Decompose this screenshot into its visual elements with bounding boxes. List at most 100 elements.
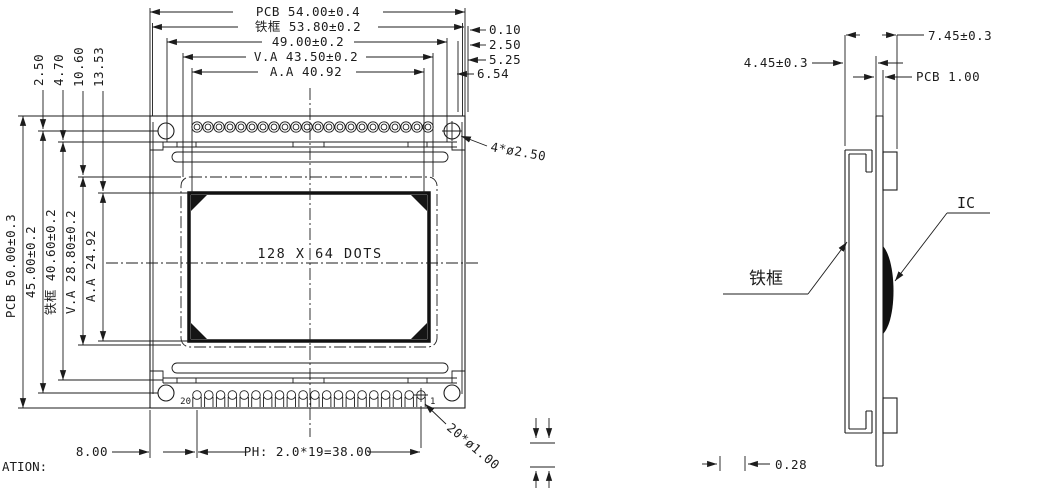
dim-left-top-250: 2.50	[31, 54, 47, 129]
pad-circle	[290, 121, 302, 133]
pin1-crosshair	[414, 388, 428, 402]
dim-left-top-1060: 10.60	[71, 47, 87, 175]
pad-circle	[257, 121, 269, 133]
pad-circle	[323, 121, 335, 133]
pin-pad	[310, 397, 320, 407]
dim-pcb-height: PCB 50.00±0.3	[3, 116, 27, 408]
pad-circle	[251, 390, 261, 400]
dim-frame-height: 铁框 40.60±0.2	[43, 142, 67, 380]
side-pcb	[875, 115, 884, 467]
pad-circle	[204, 123, 212, 131]
pad-circle	[402, 123, 410, 131]
pad-circle	[301, 121, 313, 133]
pin-pad	[192, 397, 202, 407]
bottom-dimension-extensions	[149, 406, 422, 458]
pad-circle	[224, 121, 236, 133]
pad-circle	[235, 121, 247, 133]
dim-frame-width: 铁框 53.80±0.2	[152, 19, 464, 34]
svg-text:10.60: 10.60	[71, 47, 86, 87]
pad-circle	[262, 390, 273, 400]
pad-circle	[369, 123, 377, 131]
pad-circle	[227, 390, 238, 400]
svg-text:铁框: 铁框	[749, 269, 783, 289]
pad-circle	[246, 121, 258, 133]
pin-hole-callout: 20*ø1.00	[424, 403, 503, 473]
pad-circle	[213, 121, 225, 133]
svg-text:PCB 54.00±0.4: PCB 54.00±0.4	[256, 4, 360, 19]
corner-hole-callout: 4*ø2.50	[460, 135, 547, 164]
pin-pad	[333, 397, 344, 407]
pad-circle	[303, 123, 311, 131]
pad-circle	[310, 390, 320, 400]
left-dimension-extensions	[18, 115, 189, 409]
frame-callout: 铁框	[723, 241, 848, 295]
pad-circle	[292, 123, 300, 131]
pad-circle	[380, 123, 388, 131]
dim-hole-span-height: 45.00±0.2	[23, 131, 47, 393]
pad-circle	[345, 390, 356, 400]
svg-text:2.50: 2.50	[489, 37, 521, 52]
hole-top-left	[157, 122, 175, 140]
dim-right-250: 2.50	[470, 37, 521, 52]
dim-left-top-470: 4.70	[51, 54, 67, 140]
pad-circle	[358, 123, 366, 131]
side-frame	[844, 149, 873, 434]
active-area	[187, 191, 431, 343]
hole-bottom-right	[443, 384, 461, 402]
dim-pin-offset: 8.00	[76, 444, 195, 459]
pad-circle	[215, 123, 223, 131]
pin-pad	[392, 397, 403, 407]
pin-pad	[239, 397, 249, 407]
bottom-pin-row	[192, 390, 426, 407]
front-view: 128 X 64 DOTS 20 1 PCB 54.00±0.4	[3, 4, 555, 488]
pad-circle	[268, 121, 280, 133]
pad-circle	[281, 123, 289, 131]
pad-circle	[400, 121, 412, 133]
pin-pad	[286, 397, 296, 407]
pad-circle	[191, 121, 203, 133]
svg-text:13.53: 13.53	[91, 47, 106, 87]
pad-circle	[334, 121, 346, 133]
pad-circle	[345, 121, 357, 133]
pin-pad	[227, 397, 238, 407]
svg-text:7.45±0.3: 7.45±0.3	[928, 28, 992, 43]
svg-text:0.28: 0.28	[775, 457, 807, 472]
pad-circle	[274, 390, 285, 400]
pad-circle	[314, 123, 322, 131]
pin-pad	[369, 397, 379, 407]
pin-pad	[215, 397, 226, 407]
dim-aa-height: A.A 24.92	[83, 193, 107, 341]
pad-circle	[411, 121, 423, 133]
pad-circle	[193, 123, 201, 131]
dim-pin-thickness: 0.28	[702, 456, 807, 472]
pad-circle	[226, 123, 234, 131]
dim-pcb-thickness: PCB 1.00	[853, 56, 980, 116]
dim-49-width: 49.00±0.2	[167, 34, 447, 49]
pad-circle	[270, 123, 278, 131]
hole-crosshair	[442, 121, 462, 141]
pad-circle	[279, 121, 291, 133]
pin-last-number: 20	[180, 397, 191, 407]
pad-circle	[336, 123, 344, 131]
ic-callout: IC	[894, 194, 990, 282]
pad-circle	[404, 390, 414, 400]
frame-top-bend	[163, 141, 457, 163]
pad-circle	[333, 390, 344, 400]
top-contact-pads	[191, 121, 434, 133]
pin-pad	[298, 397, 308, 407]
pad-circle	[356, 121, 368, 133]
svg-text:PCB 1.00: PCB 1.00	[916, 69, 980, 84]
pin-pad	[404, 397, 414, 407]
svg-text:IC: IC	[957, 194, 975, 212]
pad-circle	[392, 390, 403, 400]
pad-circle	[286, 390, 297, 400]
pin-pad	[322, 397, 332, 407]
dim-pin-pitch: PH: 2.0*19=38.00	[198, 444, 420, 459]
svg-text:2.50: 2.50	[31, 54, 46, 86]
pin-pad	[274, 397, 285, 407]
side-top-pad-block	[882, 151, 898, 191]
dim-right-654: 6.54	[457, 66, 509, 81]
svg-text:A.A 24.92: A.A 24.92	[83, 230, 98, 302]
clipped-detail-symbols	[530, 418, 555, 488]
